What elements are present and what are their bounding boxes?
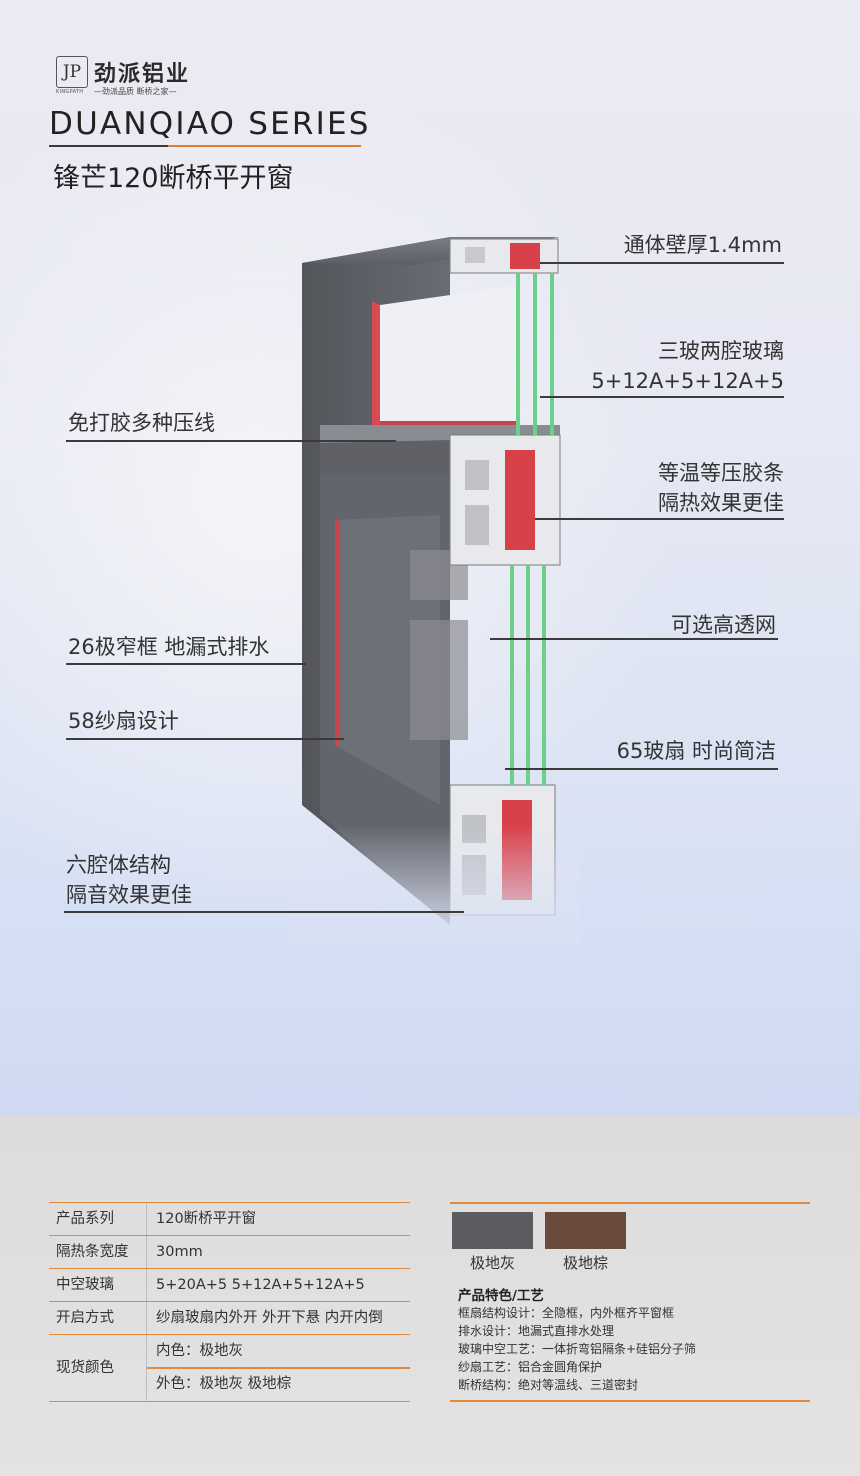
callout-screen: 可选高透网 <box>671 613 776 637</box>
spec-row: 中空玻璃 5+20A+5 5+12A+5+12A+5 <box>49 1268 410 1301</box>
callout-cavity: 六腔体结构 隔音效果更佳 <box>66 850 192 910</box>
feature-item: 断桥结构：绝对等温线、三道密封 <box>458 1378 639 1392</box>
callout-line-glass-sash <box>505 768 778 770</box>
glass-panes <box>510 273 554 785</box>
swatch-grey <box>452 1212 533 1249</box>
swatch-brown-label: 极地棕 <box>562 1254 608 1272</box>
brand-logo: JP KINGPATH 劲派铝业 —劲派品质 断桥之家— <box>56 56 216 100</box>
profile-top <box>449 238 559 274</box>
callout-line-bead <box>66 440 396 442</box>
spec-key: 现货颜色 <box>56 1360 114 1376</box>
spec-row: 产品系列 120断桥平开窗 <box>49 1202 410 1235</box>
spec-key: 中空玻璃 <box>56 1277 114 1293</box>
callout-line-cavity <box>64 911 464 913</box>
spec-key: 产品系列 <box>56 1211 114 1227</box>
feature-item: 框扇结构设计：全隐框，内外框齐平窗框 <box>458 1306 675 1320</box>
panel-bottom-rule <box>450 1400 810 1402</box>
swatch-grey-label: 极地灰 <box>469 1254 515 1272</box>
series-underline-accent <box>168 145 361 147</box>
features-title: 产品特色/工艺 <box>458 1288 544 1304</box>
brand-slogan: —劲派品质 断桥之家— <box>94 87 177 96</box>
spec-value-inner-color: 内色：极地灰 <box>156 1343 243 1359</box>
callout-glass-line2: 5+12A+5+12A+5 <box>591 369 784 393</box>
spec-separator <box>146 1236 147 1268</box>
spec-key: 隔热条宽度 <box>56 1244 129 1260</box>
feature-item: 排水设计：地漏式直排水处理 <box>458 1324 615 1338</box>
spec-key: 开启方式 <box>56 1310 114 1326</box>
series-title: DUANQIAO SERIES <box>49 106 371 142</box>
callout-sash: 58纱扇设计 <box>68 709 179 733</box>
spec-value-outer-color: 外色：极地灰 极地棕 <box>156 1376 292 1392</box>
callout-wall-thickness: 通体壁厚1.4mm <box>623 233 782 257</box>
callout-line-screen <box>490 638 778 640</box>
profile-middle <box>449 434 561 566</box>
product-title: 锋芒120断桥平开窗 <box>53 163 294 194</box>
callout-line-gasket <box>535 518 784 520</box>
spec-value: 120断桥平开窗 <box>156 1211 257 1227</box>
spec-value: 30mm <box>156 1244 203 1260</box>
swatch-brown <box>545 1212 626 1249</box>
callout-glazing-bead: 免打胶多种压线 <box>68 411 215 435</box>
window-section-illustration <box>290 237 580 945</box>
spec-separator <box>146 1203 147 1235</box>
callout-glass-line1: 三玻两腔玻璃 <box>658 339 784 363</box>
callout-line-sash <box>66 738 344 740</box>
callout-line-frame <box>66 663 306 665</box>
brand-sub: KINGPATH <box>56 89 84 95</box>
callout-gasket-line2: 隔热效果更佳 <box>658 491 784 515</box>
callout-line-glass <box>540 396 784 398</box>
spec-value: 5+20A+5 5+12A+5+12A+5 <box>156 1277 365 1293</box>
spec-row: 隔热条宽度 30mm <box>49 1235 410 1268</box>
spec-separator <box>146 1302 147 1334</box>
brand-name: 劲派铝业 <box>94 62 191 87</box>
callout-line-wall <box>540 262 784 264</box>
callout-glass: 三玻两腔玻璃 5+12A+5+12A+5 <box>540 336 784 396</box>
spec-panel-background <box>0 1116 860 1476</box>
spec-row-colors: 现货颜色 内色：极地灰 外色：极地灰 极地棕 <box>49 1334 410 1402</box>
callout-gasket: 等温等压胶条 隔热效果更佳 <box>540 458 784 518</box>
spec-table: 产品系列 120断桥平开窗 隔热条宽度 30mm 中空玻璃 5+20A+5 5+… <box>49 1202 410 1402</box>
callout-frame: 26极窄框 地漏式排水 <box>68 635 270 659</box>
brand-mark: JP <box>56 56 88 88</box>
callout-glass-sash: 65玻扇 时尚简洁 <box>616 739 776 763</box>
panel-top-rule <box>450 1202 810 1204</box>
callout-cavity-line2: 隔音效果更佳 <box>66 883 192 907</box>
feature-item: 纱扇工艺：铝合金圆角保护 <box>458 1360 603 1374</box>
spec-value: 纱扇玻扇内外开 外开下悬 内开内倒 <box>156 1310 383 1326</box>
spec-separator <box>146 1335 147 1401</box>
spec-row: 开启方式 纱扇玻扇内外开 外开下悬 内开内倒 <box>49 1301 410 1334</box>
callout-gasket-line1: 等温等压胶条 <box>658 461 784 485</box>
callout-cavity-line1: 六腔体结构 <box>66 853 171 877</box>
spec-separator <box>146 1269 147 1301</box>
feature-item: 玻璃中空工艺：一体折弯铝隔条+硅铝分子筛 <box>458 1342 697 1356</box>
spec-inner-divider <box>147 1367 410 1369</box>
